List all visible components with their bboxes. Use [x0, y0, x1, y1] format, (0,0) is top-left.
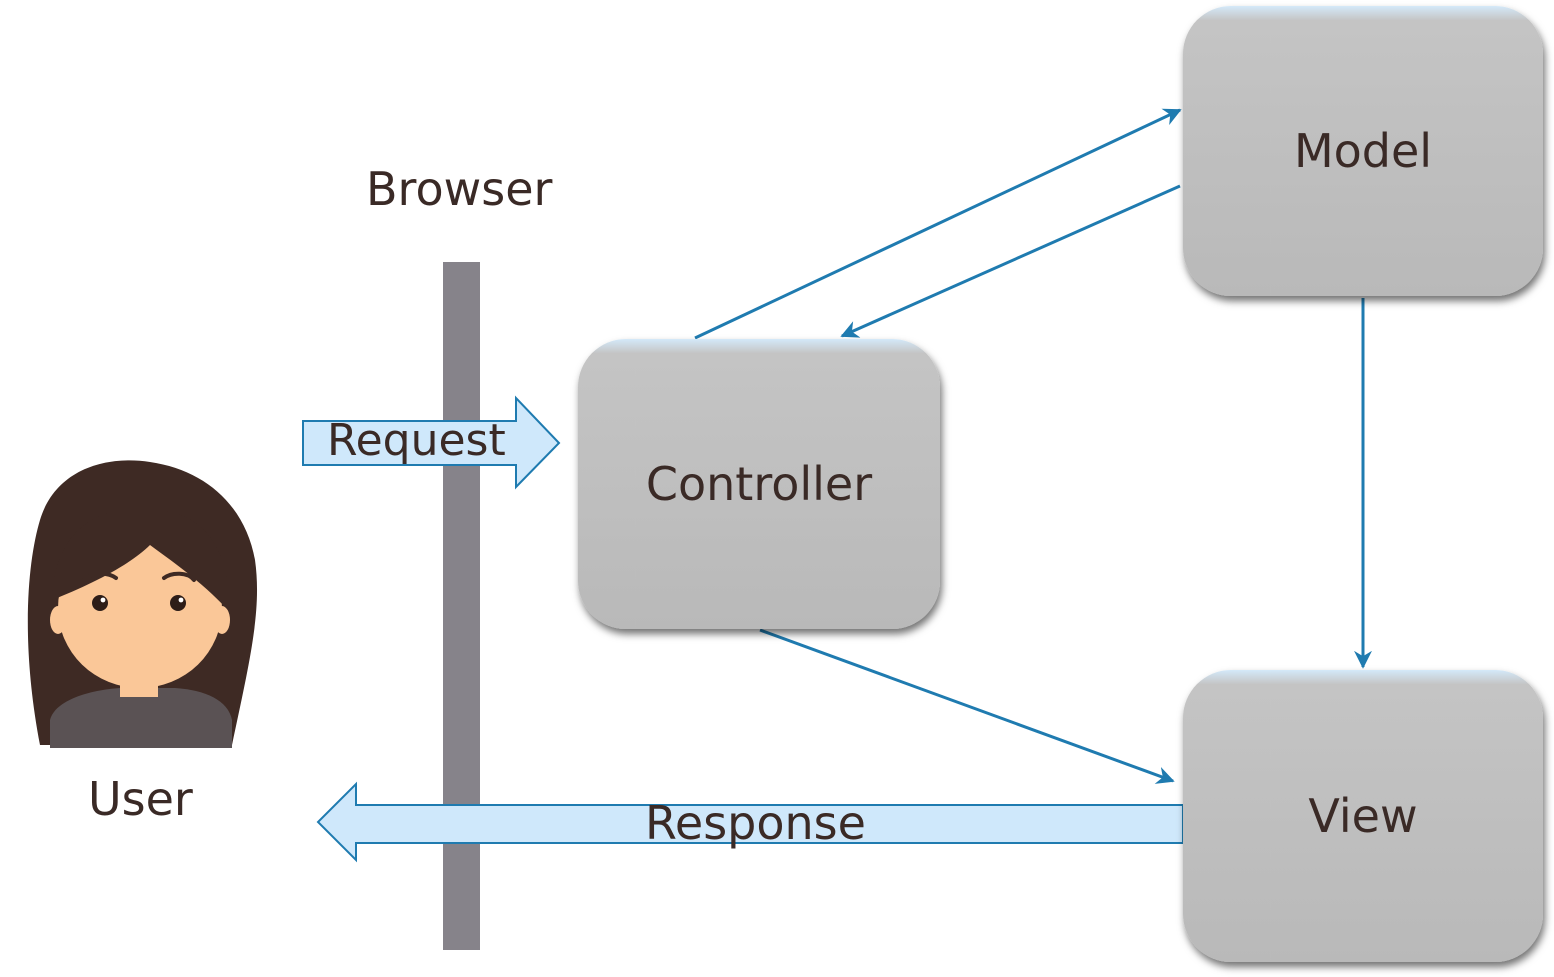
controller-to-model-connector — [694, 108, 1182, 340]
browser-label: Browser — [366, 162, 553, 216]
response-label: Response — [645, 796, 866, 850]
person-icon — [27, 460, 258, 748]
view-box — [1183, 670, 1543, 962]
controller-to-view-connector — [759, 628, 1175, 784]
controller-box — [578, 339, 940, 629]
request-arrow — [302, 395, 561, 490]
request-label: Request — [327, 415, 506, 466]
response-arrow — [316, 781, 1184, 863]
model-to-controller-connector — [840, 184, 1181, 338]
user-label: User — [88, 772, 193, 826]
browser-bar — [443, 262, 480, 950]
model-box — [1183, 6, 1543, 296]
